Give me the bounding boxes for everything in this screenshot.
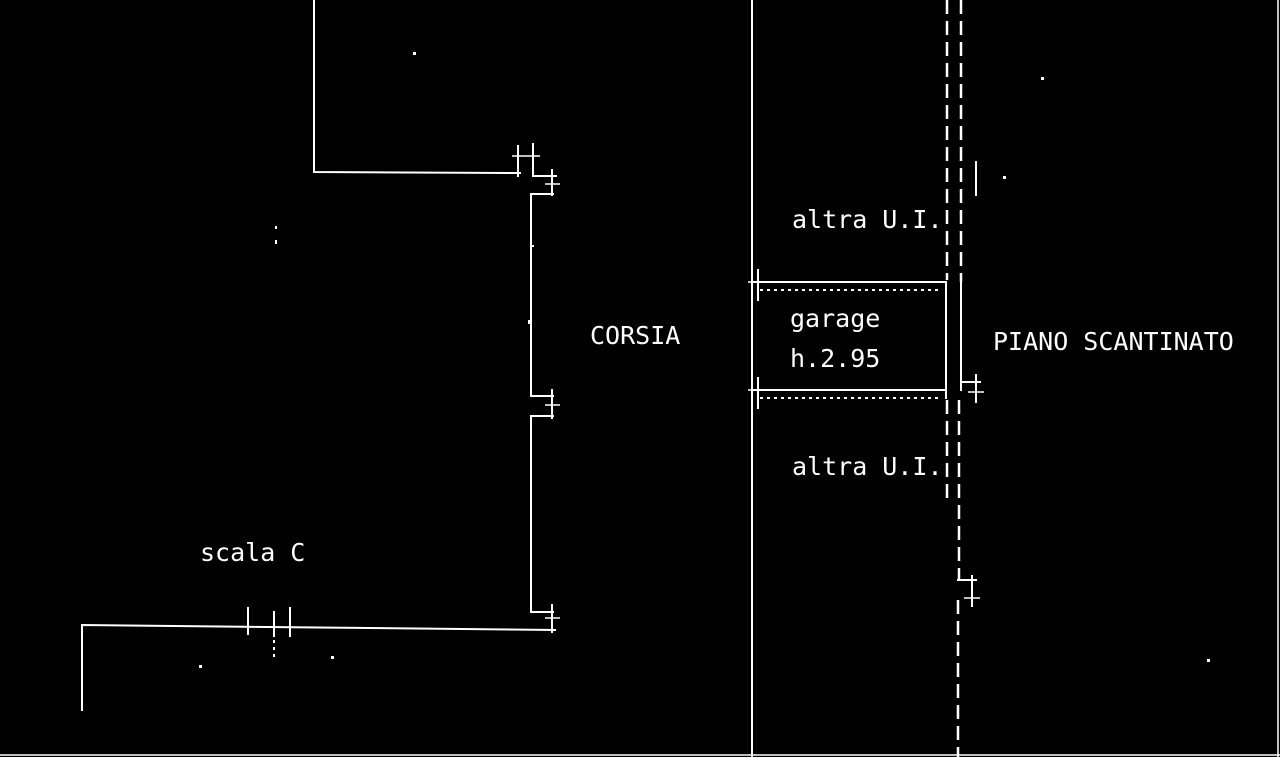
wall-opening-middle — [530, 389, 560, 419]
wall-opening-bottom — [530, 604, 560, 633]
garage-box — [748, 269, 947, 409]
boundary-wall-segment — [957, 281, 984, 607]
piano-scantinato-label: PIANO SCANTINATO — [993, 327, 1234, 356]
corsia-label: CORSIA — [590, 321, 680, 350]
building-outline-bottom — [81, 623, 557, 711]
drawing-specks — [199, 52, 1210, 668]
garage-name-label: garage — [790, 304, 880, 333]
altra-ui-bottom-label: altra U.I. — [792, 452, 943, 481]
stair-wall-marks — [247, 607, 291, 660]
garage-height-label: h.2.95 — [790, 344, 880, 373]
scala-c-label: scala C — [200, 538, 305, 567]
altra-ui-top-label: altra U.I. — [792, 205, 943, 234]
wall-opening-top — [512, 143, 560, 196]
building-outline-upper — [313, 0, 522, 175]
